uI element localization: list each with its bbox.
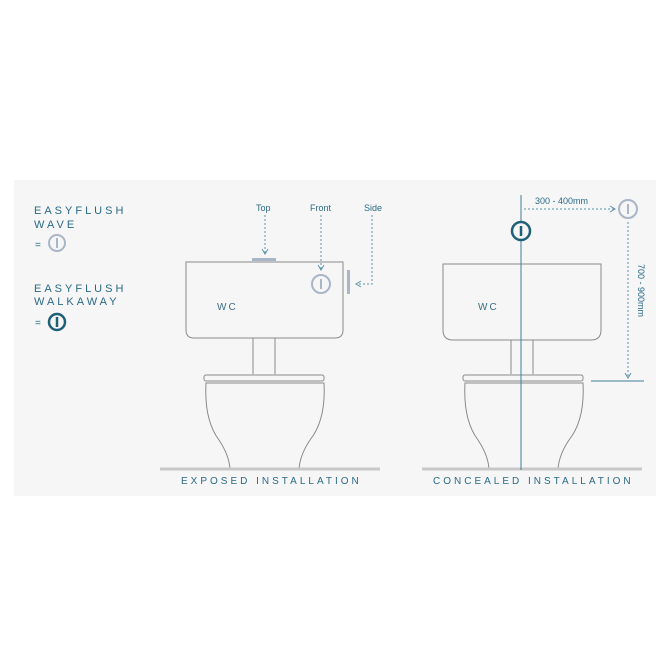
concealed-wave-sensor-icon [618, 199, 638, 219]
position-front-label: Front [310, 203, 332, 213]
legend-walkaway-equals: = [35, 318, 41, 329]
concealed-toilet [442, 263, 602, 470]
legend-wave-title-2: WAVE [34, 219, 78, 231]
side-flush-plate-icon [347, 270, 350, 294]
exposed-wc-label: WC [217, 302, 238, 313]
wave-icon [48, 234, 66, 252]
concealed-caption: CONCEALED INSTALLATION [433, 476, 634, 487]
top-flush-plate-icon [252, 258, 276, 261]
front-sensor-icon [311, 274, 331, 294]
position-side-label: Side [364, 203, 383, 213]
legend-walkaway-title-1: EASYFLUSH [34, 283, 127, 295]
exposed-caption: EXPOSED INSTALLATION [181, 476, 362, 487]
walkaway-icon [47, 312, 67, 332]
concealed-walkaway-sensor-icon [510, 220, 532, 242]
position-top-label: Top [256, 203, 271, 213]
concealed-wc-label: WC [478, 302, 499, 313]
legend-wave-equals: = [35, 240, 41, 251]
legend-walkaway-title-2: WALKAWAY [34, 296, 120, 308]
horizontal-dimension-label: 300 - 400mm [535, 196, 589, 206]
legend-wave-title-1: EASYFLUSH [34, 205, 127, 217]
